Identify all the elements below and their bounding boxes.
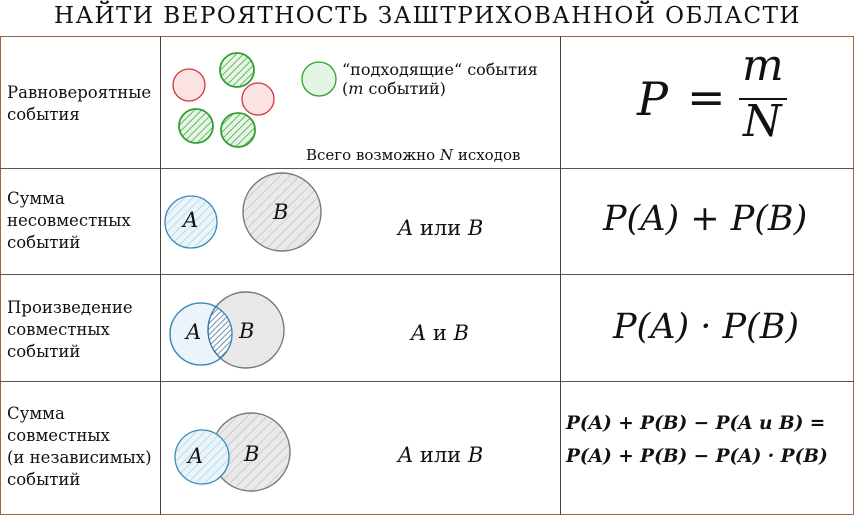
row2-label-line: событий <box>7 233 81 252</box>
row4-label-line: событий <box>7 470 81 489</box>
formula-denominator: N <box>743 96 782 147</box>
row4-label-line: совместных <box>7 426 110 445</box>
formula-equals: = <box>687 70 726 124</box>
page-title: НАЙТИ ВЕРОЯТНОСТЬ ЗАШТРИХОВАННОЙ ОБЛАСТИ <box>54 3 801 29</box>
row3-label-line: совместных <box>7 320 110 339</box>
row1-label-line: события <box>7 105 80 124</box>
inclusion-exclusion-formula: P(A) + P(B) − P(A и B) = P(A) + P(B) − P… <box>566 413 828 467</box>
formula-line: P(A) + P(B) − P(A) · P(B) <box>566 446 828 467</box>
row1-label: Равновероятные события <box>7 82 151 126</box>
row2-label-line: Сумма <box>7 189 65 208</box>
formula-lhs: P <box>637 72 668 126</box>
outcome-circle-red <box>172 68 206 102</box>
product-formula: P(A) · P(B) <box>613 307 800 347</box>
outcome-circle-green <box>220 112 256 148</box>
row4-label-line: (и независимых) <box>7 448 152 467</box>
set-a-circle <box>174 429 230 485</box>
set-a-outline <box>169 302 233 366</box>
formula-numerator: m <box>742 40 784 91</box>
legend-line: (m событий) <box>342 79 446 98</box>
event-description: A или B <box>398 216 484 240</box>
total-outcomes-caption: Всего возможно N исходов <box>306 146 521 164</box>
row4-label: Сумма совместных (и независимых) событий <box>7 403 152 491</box>
column-divider <box>560 36 561 515</box>
set-b-circle <box>242 172 322 252</box>
outcome-circle-green <box>219 52 255 88</box>
set-b-label: B <box>273 200 289 224</box>
event-description: A и B <box>411 321 469 345</box>
set-a-label: A <box>183 208 199 232</box>
table-frame <box>0 36 854 515</box>
row1-label-line: Равновероятные <box>7 83 152 102</box>
set-a-circle <box>164 195 218 249</box>
row-divider <box>0 168 854 169</box>
outcome-circle-red <box>241 82 275 116</box>
set-b-label: B <box>244 442 260 466</box>
legend-circle-green <box>301 61 337 97</box>
set-b-label: B <box>239 319 255 343</box>
row3-label-line: Произведение <box>7 298 133 317</box>
set-a-label: A <box>186 320 202 344</box>
event-description: A или B <box>398 443 484 467</box>
row-divider <box>0 274 854 275</box>
outcome-circle-green <box>178 108 214 144</box>
row2-label: Сумма несовместных событий <box>7 188 131 254</box>
row-divider <box>0 381 854 382</box>
legend-line: “подходящие“ события <box>342 60 538 79</box>
fraction-bar <box>739 98 787 100</box>
row4-label-line: Сумма <box>7 404 65 423</box>
sum-formula: P(A) + P(B) <box>603 199 808 239</box>
row2-label-line: несовместных <box>7 211 131 230</box>
set-a-label: A <box>188 444 204 468</box>
row3-label-line: событий <box>7 342 81 361</box>
favorable-events-legend: “подходящие“ события (m событий) <box>342 60 538 98</box>
formula-line: P(A) + P(B) − P(A и B) = <box>566 413 826 434</box>
row3-label: Произведение совместных событий <box>7 297 133 363</box>
intersection-outline <box>207 303 232 365</box>
column-divider <box>160 36 161 515</box>
